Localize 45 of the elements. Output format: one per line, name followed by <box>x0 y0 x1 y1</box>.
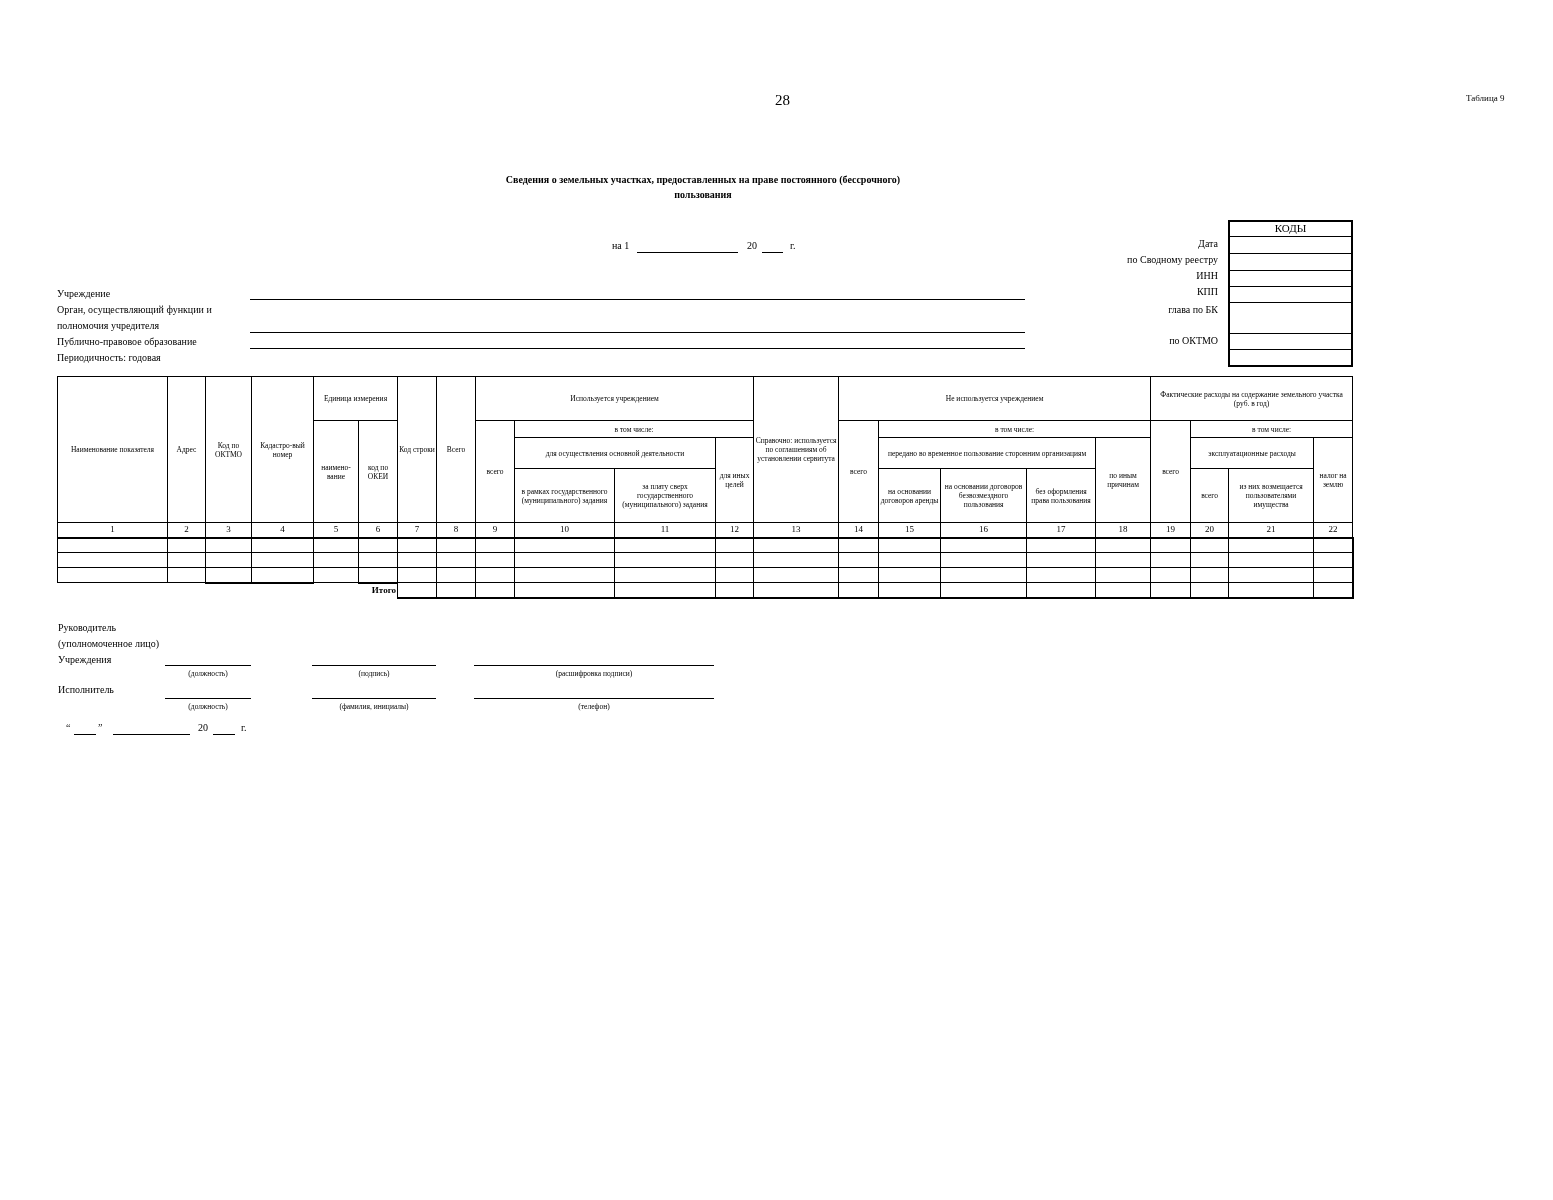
column-number: 15 <box>878 522 941 538</box>
field-label: Дата <box>1198 237 1218 251</box>
field-label: глава по БК <box>1168 303 1218 317</box>
column-number: 17 <box>1026 522 1096 538</box>
column-number: 8 <box>436 522 476 538</box>
column-number: 10 <box>514 522 615 538</box>
column-number: 11 <box>614 522 716 538</box>
field-label: Периодичность: годовая <box>57 351 161 365</box>
column-number: 2 <box>167 522 206 538</box>
field-label: г. <box>790 239 796 253</box>
field-label: КПП <box>1196 285 1218 299</box>
column-number: 4 <box>251 522 314 538</box>
field-label: Публично-правовое образование <box>57 335 197 349</box>
field-label: на 1 <box>612 239 630 253</box>
field-label: г. <box>241 721 247 735</box>
page-number: 28 <box>775 92 790 108</box>
field-label: ” <box>98 721 103 735</box>
column-number: 18 <box>1095 522 1151 538</box>
field-label: Орган, осуществляющий функции и полномочия учредителя <box>57 303 213 333</box>
field-label: ИНН <box>1196 269 1218 283</box>
field-label: Руководитель (уполномоченное лицо) Учреждения <box>58 621 161 667</box>
column-number: 12 <box>715 522 754 538</box>
column-number: 16 <box>940 522 1027 538</box>
column-number: 6 <box>358 522 398 538</box>
form-title: Сведения о земельных участках, предоставленных на праве постоянного (бессрочного) пользования <box>504 173 902 202</box>
column-number: 5 <box>313 522 359 538</box>
field-label: 20 <box>747 239 757 253</box>
field-label: Исполнитель <box>58 683 114 697</box>
column-number: 22 <box>1313 522 1353 538</box>
column-number: 19 <box>1150 522 1191 538</box>
column-number: 21 <box>1228 522 1314 538</box>
column-number: 1 <box>57 522 168 538</box>
column-number: 14 <box>838 522 879 538</box>
field-label: 20 <box>198 721 208 735</box>
column-number: 13 <box>753 522 839 538</box>
field-label: Учреждение <box>57 287 111 301</box>
total-label: Итого <box>358 582 398 598</box>
column-number: 3 <box>205 522 252 538</box>
column-number: 9 <box>475 522 515 538</box>
column-number: 7 <box>397 522 437 538</box>
table-number: Таблица 9 <box>1466 92 1505 105</box>
column-number: 20 <box>1190 522 1229 538</box>
field-label: “ <box>66 721 71 735</box>
field-label: по Сводному реестру <box>1127 253 1218 267</box>
field-label: по ОКТМО <box>1169 334 1218 348</box>
